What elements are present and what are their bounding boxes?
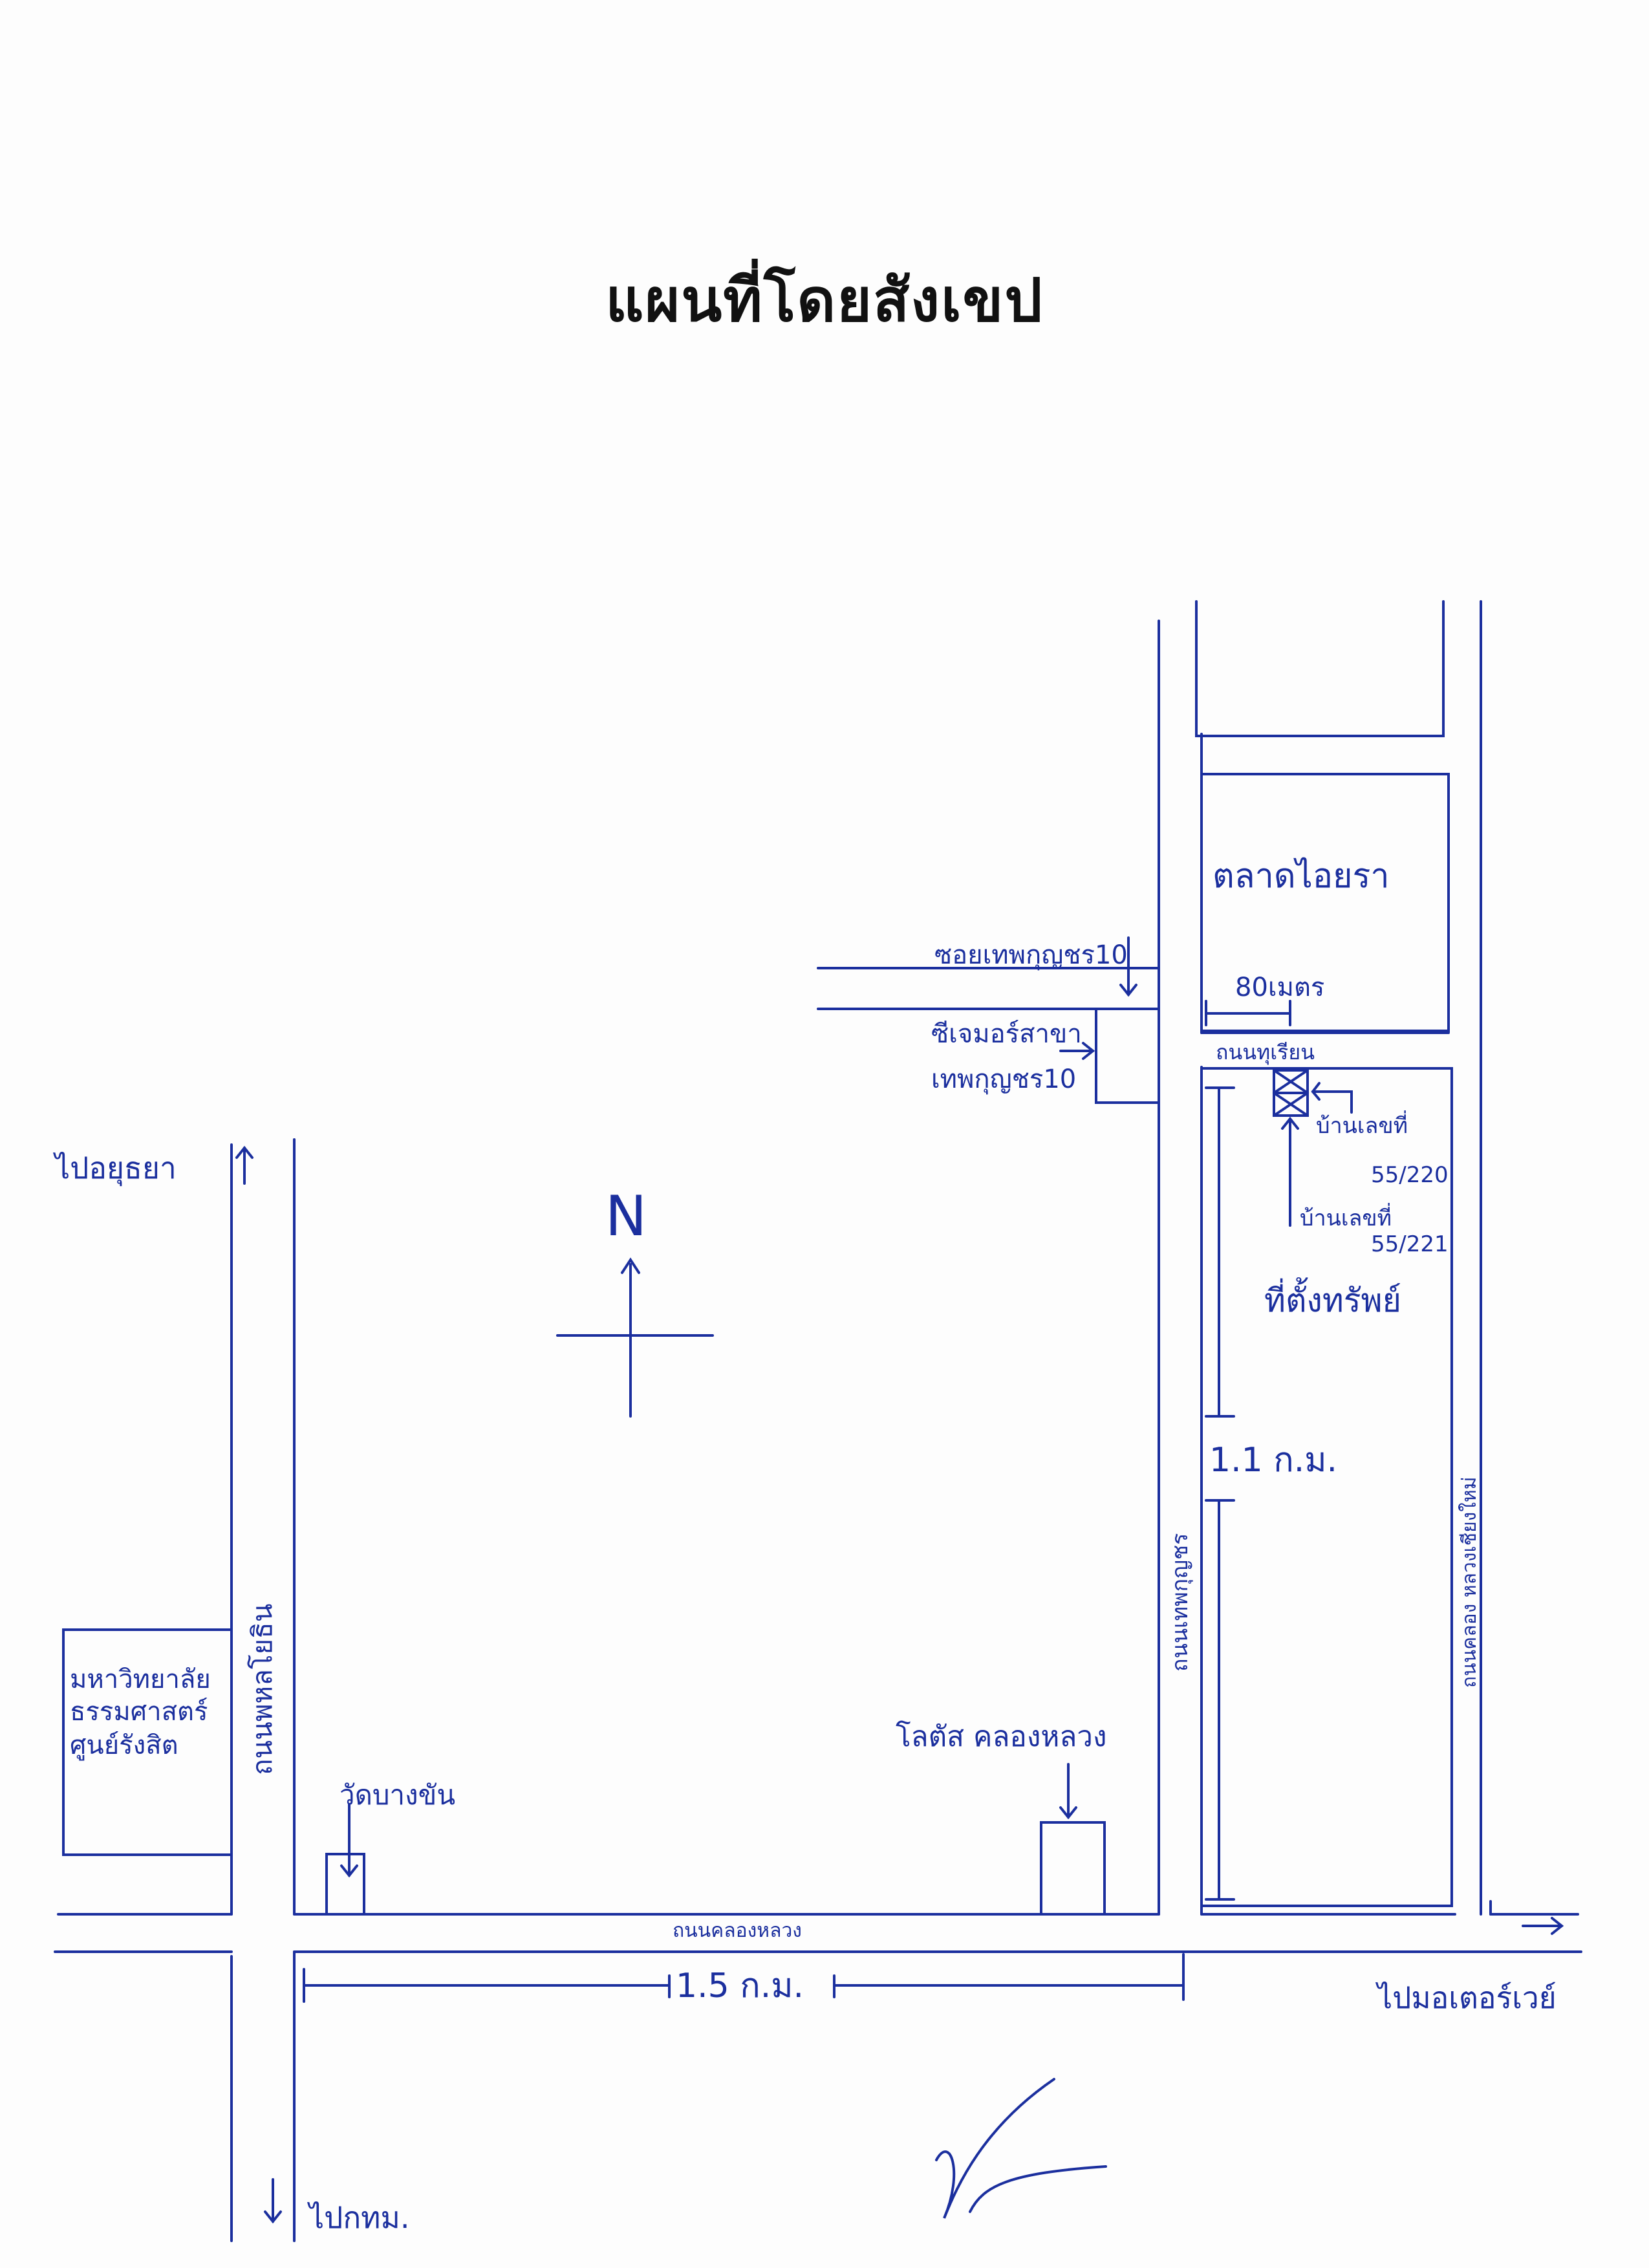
property-area-block [1200,1067,1453,1907]
khlong-luang-new-road-label: ถนนคลอง หลวงเชียงใหม่ [1458,1476,1481,1688]
property-house-hatch [1273,1069,1309,1094]
property-arrow-upper [1311,1090,1353,1114]
compass-arrow-head [621,1257,640,1274]
property-arrow-upper-head [1311,1082,1320,1101]
talad-aiyara-label: ตลาดไอยรา [1212,857,1390,896]
thepkunchon-road-label: ถนนเทพกุญชร [1167,1533,1193,1672]
cj-more-store-block [1095,1008,1160,1104]
compass-north-label: N [605,1184,647,1249]
eighty-meters-label: 80เมตร [1235,973,1324,1002]
to-motorway-label: ไปมอเตอร์เวย์ [1375,1980,1557,2015]
house-number-label-1: บ้านเลขที่ [1316,1110,1408,1139]
to-ayutthaya-arrow-head [235,1145,253,1159]
house-number-value-2: 55/221 [1371,1231,1449,1257]
talad-aiyara-block [1200,773,1450,1032]
university-label-line1: มหาวิทยาลัย [70,1665,211,1694]
phahonyothin-road-label: ถนนพหลโยธิน [246,1604,278,1775]
soi-thepkunchon-10-label: ซอยเทพกุญชร10 [934,940,1128,971]
property-arrow-lower-head [1281,1116,1299,1130]
to-motorway-arrow-head [1551,1917,1564,1935]
distance-1-1km-label: 1.1 ก.ม. [1209,1441,1337,1480]
signature [935,2078,1107,2219]
distance-1-5km-label: 1.5 ก.ม. [676,1967,804,2005]
cj-more-label-line2: เทพกุญชร10 [931,1064,1076,1095]
cj-more-label-line1: ซีเจมอร์สาขา [931,1019,1082,1049]
lotus-block [1040,1821,1106,1916]
university-block [62,1628,233,1856]
house-number-label-2: บ้านเลขที่ [1300,1203,1392,1231]
cj-more-arrow-head [1082,1042,1095,1060]
soi-arrow-head [1119,984,1137,997]
lotus-khlong-luang-label: โลตัส คลองหลวง [896,1720,1106,1753]
khlong-luang-road-label: ถนนคลองหลวง [673,1919,802,1942]
house-number-value-1: 55/220 [1371,1162,1449,1188]
property-house-hatch [1273,1092,1309,1117]
university-label-line2: ธรรมศาสตร์ [70,1697,208,1727]
durian-road-label: ถนนทุเรียน [1216,1040,1315,1065]
north-block [1195,600,1445,737]
lotus-arrow-head [1059,1806,1077,1820]
to-bangkok-label: ไปกทม. [307,2200,409,2235]
wat-bang-khan-label: วัดบางขัน [339,1779,455,1811]
to-ayutthaya-label: ไปอยุธยา [52,1150,177,1187]
to-bangkok-arrow-head [264,2210,282,2224]
page-title: แผนที่โดยสังเขป [605,265,1044,335]
university-label-line3: ศูนย์รังสิต [70,1731,178,1760]
wat-bang-khan-block [325,1853,365,1916]
property-location-label: ที่ตั้งทรัพย์ [1264,1277,1401,1319]
wat-bang-khan-arrow-head [340,1864,358,1878]
